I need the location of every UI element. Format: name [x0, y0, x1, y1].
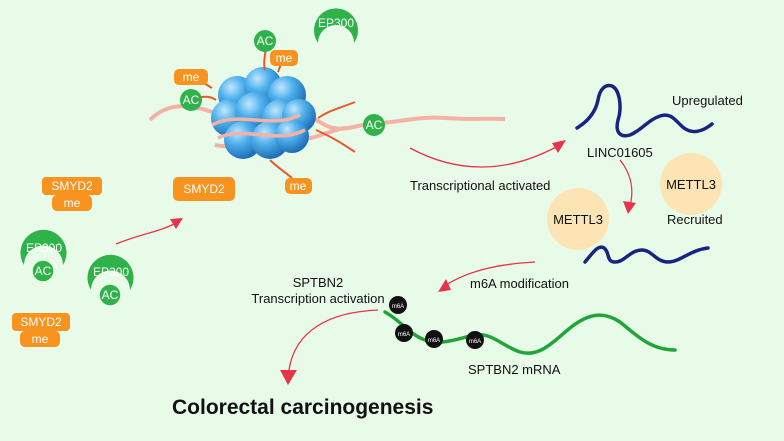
ac-label: AC	[366, 118, 383, 132]
dna-wrap	[211, 113, 301, 127]
ep300-label: EP300	[26, 241, 62, 255]
me-label: me	[290, 179, 307, 193]
me-tag	[285, 178, 312, 194]
smyd2-label: SMYD2	[183, 182, 225, 196]
arrow-icon	[438, 279, 451, 292]
m6a-label: m6A	[428, 338, 440, 344]
ac-label: AC	[257, 34, 274, 48]
ac-label: AC	[35, 264, 52, 278]
me-label: me	[32, 332, 49, 346]
arrow-icon	[552, 140, 566, 153]
histone-tail	[269, 159, 293, 179]
sptbn2-label: SPTBN2	[293, 275, 344, 290]
nucleosome	[148, 43, 506, 179]
arrows	[115, 140, 636, 385]
arrow-icon	[619, 159, 633, 207]
m6a-dot	[425, 330, 443, 348]
ac-label: AC	[102, 288, 119, 302]
ac-badge	[180, 89, 202, 111]
smyd2-tag	[42, 177, 102, 195]
m6a-label: m6A	[392, 304, 404, 310]
histone-tail	[317, 101, 356, 119]
ep300-pacman-icon	[20, 229, 67, 265]
dna-strand	[148, 104, 506, 131]
upregulated-label: Upregulated	[672, 93, 743, 108]
mettl3-label: METTL3	[553, 212, 603, 227]
ac-label: AC	[183, 93, 200, 107]
smyd2-tag	[173, 177, 235, 201]
arrow-icon	[409, 145, 559, 168]
recruited-label: Recruited	[667, 212, 723, 227]
sptbn2-mrna-label: SPTBN2 mRNA	[468, 362, 561, 377]
outcome-title: Colorectal carcinogenesis	[172, 396, 433, 419]
smyd2-tag	[12, 313, 70, 331]
ac-badge	[363, 114, 385, 136]
smyd2-label: SMYD2	[51, 179, 93, 193]
m6a-modification-label: m6A modification	[470, 276, 569, 291]
ac-badges	[31, 30, 385, 307]
mettl3-rna-strand	[583, 245, 710, 264]
me-tag	[174, 69, 208, 85]
ac-badge	[98, 283, 122, 307]
linc-rna-strand	[575, 83, 714, 138]
transcription-activation-label: Transcription activation	[251, 291, 384, 306]
ep300-label: EP300	[318, 16, 354, 30]
me-tag	[52, 195, 92, 211]
histone-tail	[315, 129, 356, 153]
transcriptional-activated-label: Transcriptional activated	[410, 178, 550, 193]
m6a-label: m6A	[398, 332, 410, 338]
ac-badge	[31, 259, 55, 283]
me-tag	[270, 50, 298, 66]
smyd2-label: SMYD2	[20, 315, 62, 329]
m6a-dot	[466, 331, 484, 349]
me-label: me	[183, 70, 200, 84]
sptbn2-mrna-strand	[383, 310, 677, 355]
m6a-dot	[389, 296, 407, 314]
ep300-pacman-icon	[87, 254, 134, 290]
orange-tags	[12, 50, 312, 347]
nucleosome-icon	[211, 67, 316, 159]
mettl3-circle-top	[660, 153, 722, 215]
m6a-dot	[395, 324, 413, 342]
m6a-label: m6A	[469, 339, 481, 345]
ac-badge	[254, 30, 276, 52]
mettl3-circle-left	[547, 188, 609, 250]
dna-wrap-2	[217, 128, 306, 140]
me-label: me	[64, 196, 81, 210]
arrow-icon	[115, 221, 179, 245]
arrow-icon	[280, 370, 297, 385]
m6a-marks: m6A m6A m6A m6A	[389, 296, 484, 349]
me-label: me	[276, 51, 293, 65]
arrow-icon	[445, 261, 536, 286]
arrow-icon	[288, 309, 379, 371]
ep300-label: EP300	[93, 265, 129, 279]
arrow-icon	[623, 201, 636, 214]
mettl3-label: METTL3	[666, 177, 716, 192]
arrow-icon	[170, 218, 183, 229]
linc-label: LINC01605	[587, 145, 653, 160]
me-tag	[20, 331, 60, 347]
ep300-pacman-icon	[314, 8, 359, 43]
